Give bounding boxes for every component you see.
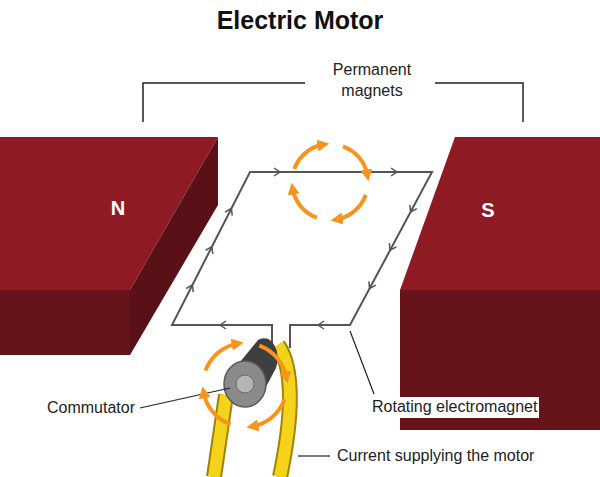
wire-outline xyxy=(214,395,226,477)
leader-line xyxy=(350,331,374,394)
current-arrow xyxy=(206,245,216,254)
current-arrow xyxy=(318,321,324,329)
magnet-face xyxy=(0,290,130,355)
rotation-arrow xyxy=(337,195,366,219)
commutator-face xyxy=(224,361,266,407)
part-label: Current supplying the motor xyxy=(335,446,536,467)
rotation-arrow xyxy=(206,344,238,371)
rotation-arrows xyxy=(204,145,368,427)
leader-line xyxy=(298,455,330,456)
magnet-shape xyxy=(400,137,600,430)
part-label: Commutator xyxy=(45,398,137,419)
pole-label: N xyxy=(111,197,125,220)
rotation-arrow xyxy=(293,189,317,218)
part-label: Rotating electromagnet xyxy=(370,397,539,418)
current-arrow xyxy=(220,321,226,329)
pole-label: S xyxy=(481,199,494,222)
current-arrow xyxy=(391,168,397,176)
magnet-shape xyxy=(0,137,218,355)
rotation-arrow xyxy=(259,346,286,378)
leader-line xyxy=(140,388,230,408)
magnet-face xyxy=(130,137,218,355)
magnet-face xyxy=(400,137,600,290)
rotation-arrow xyxy=(343,146,367,175)
wire xyxy=(214,395,226,477)
current-arrow xyxy=(186,283,196,292)
bracket xyxy=(435,83,523,122)
rotation-arrow xyxy=(252,399,284,426)
title: Electric Motor xyxy=(0,6,600,35)
current-arrows xyxy=(186,168,417,329)
current-arrow xyxy=(274,168,280,176)
magnet-block: S xyxy=(400,137,600,430)
current-arrow xyxy=(225,207,235,216)
commutator-axle xyxy=(236,375,254,393)
magnet-block: N xyxy=(0,137,218,355)
rotation-arrow xyxy=(204,392,231,424)
current-arrow xyxy=(387,243,397,252)
current-arrow xyxy=(366,281,376,290)
current-arrow xyxy=(407,205,417,214)
rotation-arrow xyxy=(294,145,323,169)
bracket xyxy=(143,83,305,122)
part-label: Permanent magnets xyxy=(315,60,429,102)
